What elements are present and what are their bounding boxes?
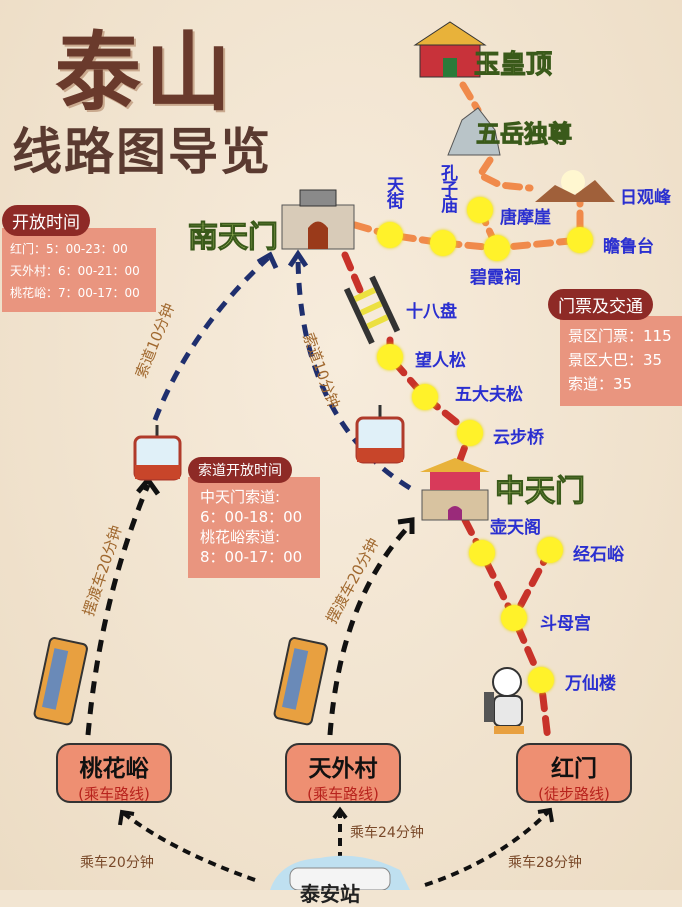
stop-tianjie: 天街 — [383, 176, 403, 208]
gate-route-type: (徒步路线) — [538, 785, 610, 803]
bus-right-label: 乘车28分钟 — [508, 855, 582, 871]
stop-dot — [567, 227, 593, 253]
info-row: 索道：35 — [568, 375, 633, 393]
tickets-label: 门票及交通 — [548, 289, 653, 320]
stop-dot — [377, 222, 403, 248]
page-subtitle: 线路图导览 — [12, 123, 272, 181]
stop-dot — [528, 667, 554, 693]
cableway-left — [152, 256, 270, 421]
gate-route-type: (乘车路线) — [78, 785, 150, 803]
cableway-hours-box: 中天门索道: 6：00-18：00 桃花峪索道: 8：00-17：00 — [188, 477, 320, 578]
stop-south-gate: 南天门 — [188, 220, 279, 256]
info-row: 桃花峪索道: — [200, 528, 281, 546]
stop-kongzi-temple: 孔子庙 — [437, 164, 457, 212]
ladder-icon — [343, 275, 401, 345]
gate-name: 天外村 — [308, 756, 378, 782]
bus-left — [120, 810, 256, 882]
gate-route-type: (乘车路线) — [307, 785, 379, 803]
stop-zhanlu-terrace: 瞻鲁台 — [603, 237, 654, 257]
station-name: 泰安站 — [300, 882, 360, 906]
stop-riguan-peak: 日观峰 — [620, 188, 671, 208]
stop-tangmoya: 唐摩崖 — [500, 208, 551, 228]
gate-taohuayu[interactable]: 桃花峪 (乘车路线) — [56, 743, 172, 803]
gate-name: 红门 — [551, 756, 597, 782]
stop-dot — [430, 230, 456, 256]
info-row: 景区大巴：35 — [568, 351, 663, 369]
stop-dot — [537, 537, 563, 563]
bus-left-label: 乘车20分钟 — [80, 855, 154, 871]
sunrise-icon — [535, 170, 615, 202]
cable-car-icon — [355, 405, 405, 464]
rock-icon — [447, 107, 501, 156]
info-row: 红门：5：00-23：00 — [10, 242, 128, 256]
stop-hutiange: 壶天阁 — [490, 518, 541, 538]
shuttle-right — [327, 523, 412, 736]
info-row: 天外村：6：00-21：00 — [10, 264, 140, 278]
stop-bixia-temple: 碧霞祠 — [470, 268, 521, 288]
stop-yunbuqiao: 云步桥 — [493, 428, 544, 448]
stop-dot — [484, 235, 510, 261]
tickets-box: 景区门票：115 景区大巴：35 索道：35 — [560, 316, 682, 406]
bus-right — [424, 810, 550, 887]
stop-wangrensong: 望人松 — [415, 351, 466, 371]
hiker-icon — [484, 667, 524, 734]
gate-name: 桃花峪 — [79, 756, 149, 782]
stop-shibapan: 十八盘 — [406, 302, 457, 322]
stop-dot — [377, 344, 403, 370]
info-row: 桃花峪：7：00-17：00 — [10, 286, 140, 300]
cableway-hours-label: 索道开放时间 — [188, 457, 292, 483]
bus-icon — [33, 637, 88, 726]
bus-mid-label: 乘车24分钟 — [350, 825, 424, 841]
gate-tianwaicun[interactable]: 天外村 (乘车路线) — [285, 743, 401, 803]
stop-jingshiyu: 经石峪 — [573, 545, 624, 565]
info-row: 景区门票：115 — [568, 327, 672, 345]
summit-route — [351, 81, 584, 252]
stop-dot — [457, 420, 483, 446]
stop-dot — [469, 540, 495, 566]
gate-hongmen[interactable]: 红门 (徒步路线) — [516, 743, 632, 803]
open-hours-label: 开放时间 — [2, 205, 90, 236]
stop-wanxianlou: 万仙楼 — [565, 674, 616, 694]
stop-doumugong: 斗母宫 — [540, 614, 591, 634]
stop-dot — [501, 605, 527, 631]
middle-gate-icon — [420, 458, 490, 521]
open-hours-box: 红门：5：00-23：00 天外村：6：00-21：00 桃花峪：7：00-17… — [2, 228, 156, 312]
info-row: 8：00-17：00 — [200, 548, 303, 566]
south-gate-icon — [281, 189, 355, 250]
page-title: 泰山 — [55, 23, 235, 123]
shuttle-left — [85, 484, 151, 736]
jade-emperor-temple-icon — [413, 21, 487, 78]
stop-jade-emperor-peak: 玉皇顶 — [473, 50, 553, 81]
cableway-right — [295, 257, 412, 491]
stop-dot — [467, 197, 493, 223]
stop-wudafusong: 五大夫松 — [455, 385, 523, 405]
train-station-icon — [270, 855, 410, 890]
cable-car-icon — [133, 425, 182, 481]
stop-wuyue: 五岳独尊 — [476, 120, 573, 149]
info-row: 中天门索道: — [200, 488, 281, 506]
info-row: 6：00-18：00 — [200, 508, 303, 526]
stop-dot — [412, 384, 438, 410]
bus-icon — [273, 637, 328, 726]
stop-middle-gate: 中天门 — [495, 474, 586, 510]
